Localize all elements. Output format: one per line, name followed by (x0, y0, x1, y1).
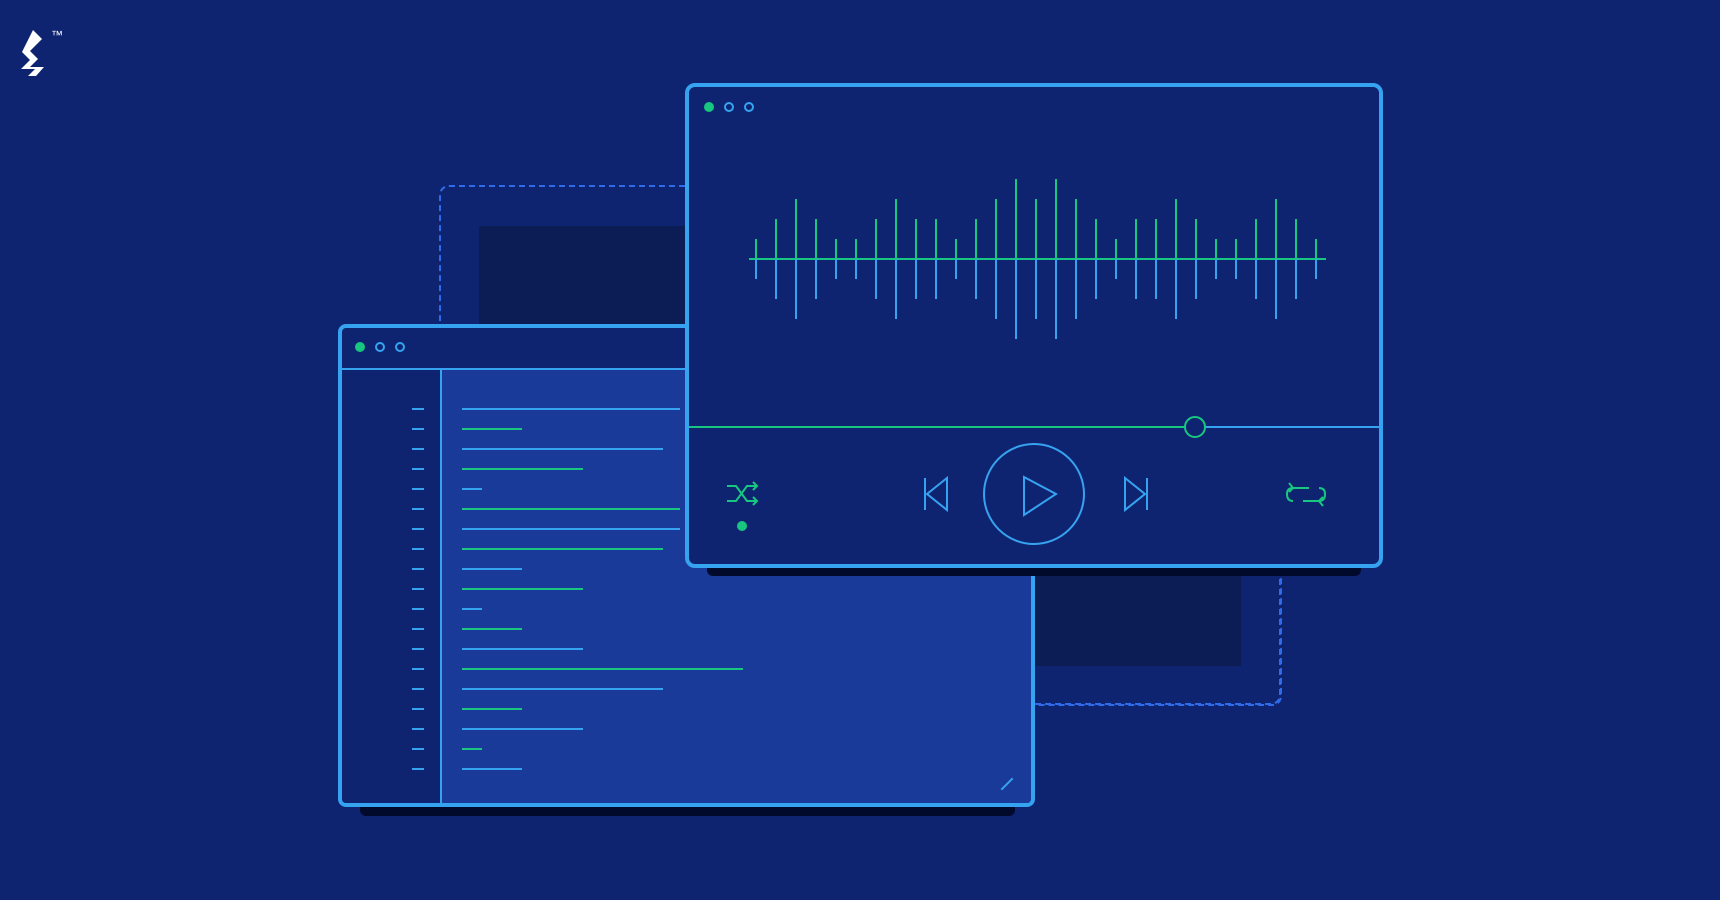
trademark-symbol: ™ (51, 28, 63, 42)
code-line (462, 448, 663, 450)
skip-forward-icon[interactable] (1124, 475, 1148, 513)
line-number (412, 608, 424, 610)
line-number (412, 508, 424, 510)
player-controls (689, 416, 1379, 545)
repeat-icon[interactable] (1285, 482, 1327, 507)
code-line (462, 468, 583, 470)
code-line (462, 728, 583, 730)
code-line (462, 508, 680, 510)
line-number (412, 728, 424, 730)
progress-scrubber-handle[interactable] (1184, 416, 1206, 438)
play-icon[interactable] (983, 443, 1085, 545)
line-number (412, 568, 424, 570)
dashed-background-frame-front (1000, 560, 1282, 706)
window-dot-inactive[interactable] (744, 102, 754, 112)
code-line (462, 588, 583, 590)
line-number (412, 768, 424, 770)
audio-player-window (685, 83, 1383, 568)
line-number (412, 628, 424, 630)
window-dot-active[interactable] (704, 102, 714, 112)
code-line (462, 568, 522, 570)
line-number (412, 668, 424, 670)
line-number (412, 428, 424, 430)
code-line (462, 548, 663, 550)
window-dot-inactive[interactable] (724, 102, 734, 112)
shuffle-icon[interactable] (727, 481, 759, 506)
line-number (412, 468, 424, 470)
line-number (412, 748, 424, 750)
code-line (462, 668, 743, 670)
line-number (412, 448, 424, 450)
window-dot-inactive[interactable] (375, 342, 385, 352)
background-block-front (1030, 560, 1241, 666)
code-line (462, 708, 522, 710)
window-dot-active[interactable] (355, 342, 365, 352)
line-number-gutter (342, 370, 442, 803)
code-line (462, 748, 482, 750)
code-line (462, 428, 522, 430)
line-number (412, 528, 424, 530)
window-dot-inactive[interactable] (395, 342, 405, 352)
code-line (462, 488, 482, 490)
code-line (462, 528, 680, 530)
code-line (462, 408, 680, 410)
toptal-logo-icon (21, 30, 44, 76)
line-number (412, 488, 424, 490)
line-number (412, 688, 424, 690)
code-line (462, 628, 522, 630)
code-line (462, 768, 522, 770)
skip-back-icon[interactable] (924, 475, 948, 513)
code-line (462, 688, 663, 690)
line-number (412, 548, 424, 550)
waveform-visualization (749, 179, 1326, 339)
shuffle-active-indicator (737, 521, 747, 531)
line-number (412, 588, 424, 590)
code-line (462, 648, 583, 650)
line-number (412, 708, 424, 710)
code-line (462, 608, 482, 610)
line-number (412, 408, 424, 410)
line-number (412, 648, 424, 650)
